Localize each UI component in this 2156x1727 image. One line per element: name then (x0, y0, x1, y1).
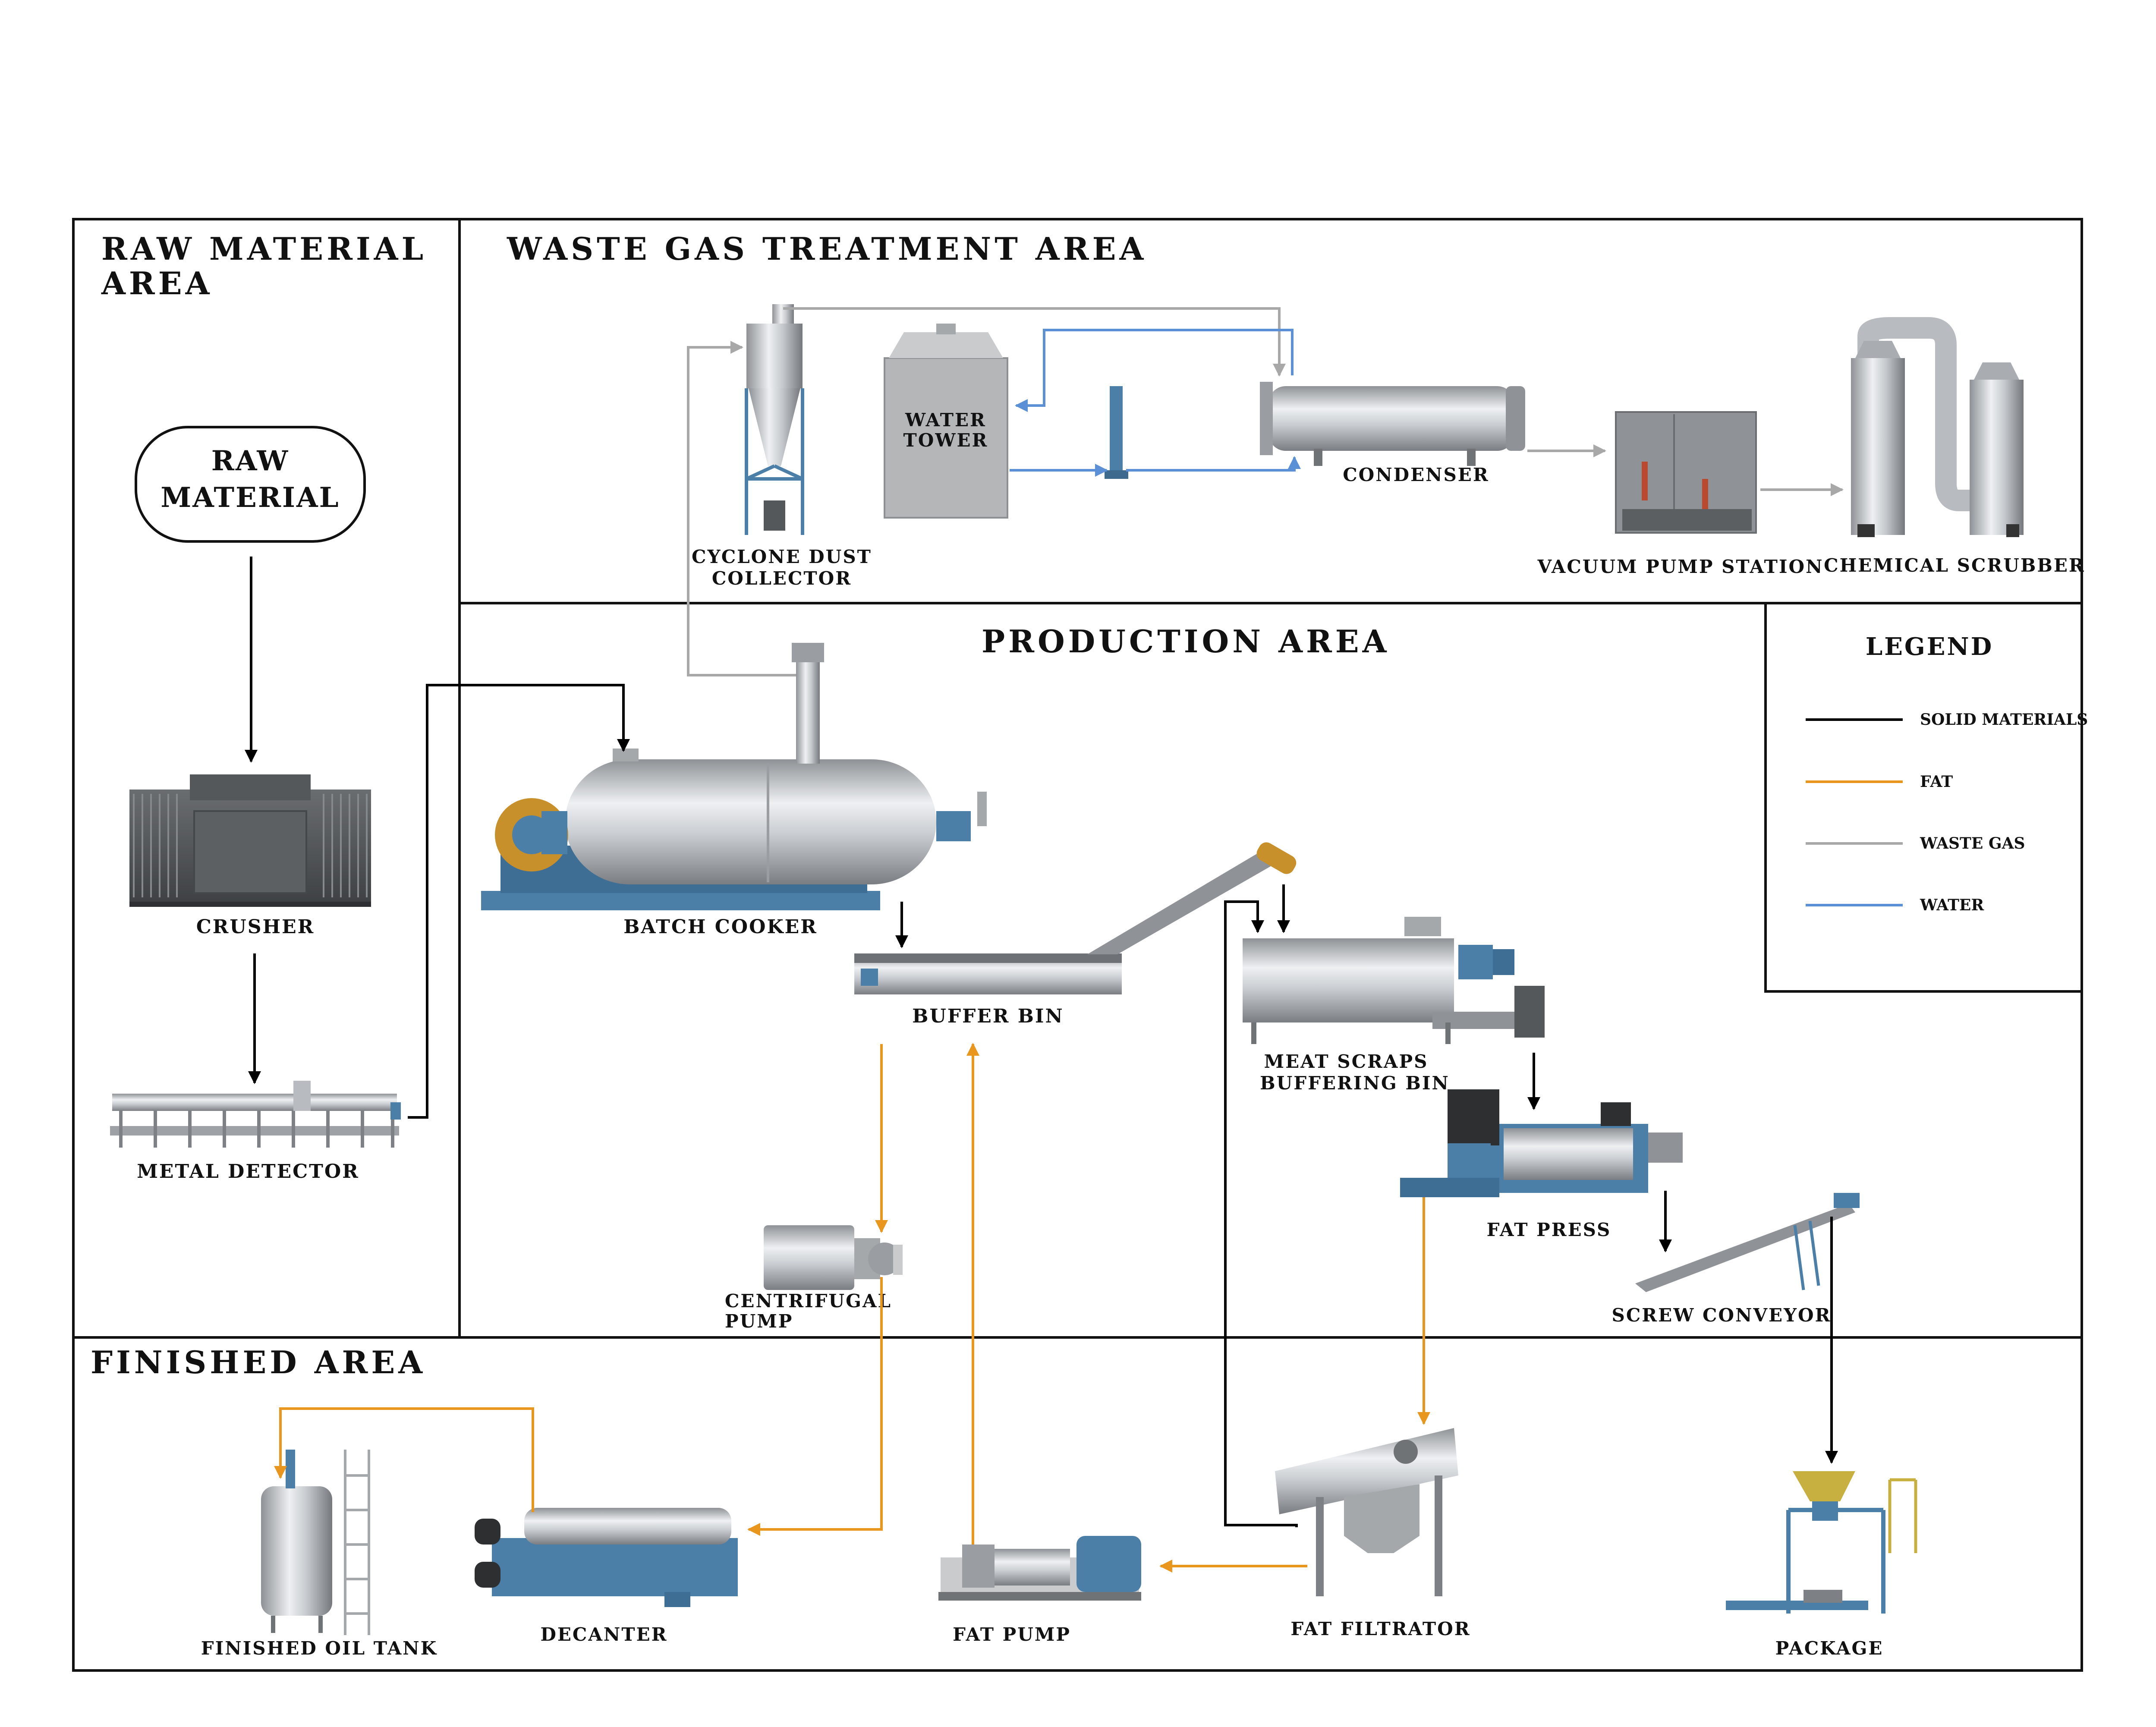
legend-label-solid: SOLID MATERIALS (1920, 711, 2088, 729)
flow-return-to-meat-bin (1224, 900, 1298, 1527)
flow-cooker-to-cyclone (687, 341, 796, 676)
fat-filtrator-machine (1275, 1428, 1458, 1596)
cyclone-dust-collector-label: CYCLONE DUST (692, 546, 872, 567)
screw-conveyor-machine (1635, 1193, 1860, 1292)
raw-material-area-title: RAW MATERIAL (101, 230, 427, 267)
crusher-machine (129, 774, 371, 907)
raw-material-node-label: RAW (211, 445, 290, 477)
centrifugal-pump-label-2: PUMP (725, 1311, 793, 1332)
centrifugal-pump-machine (764, 1225, 903, 1290)
fat-filtrator-label: FAT FILTRATOR (1290, 1618, 1470, 1639)
cyclone-dust-collector-label-2: COLLECTOR (712, 568, 852, 589)
package-label: PACKAGE (1775, 1638, 1884, 1659)
fat-pump-machine (938, 1536, 1141, 1601)
legend-items: SOLID MATERIALS FAT WASTE GAS WATER (1806, 711, 2088, 914)
crusher-label: CRUSHER (196, 916, 315, 938)
fat-pump-label: FAT PUMP (953, 1624, 1071, 1645)
water-flows (1010, 329, 1301, 477)
chemical-scrubber-label: CHEMICAL SCRUBBER (1824, 555, 2085, 576)
meat-scraps-buffering-bin-machine (1243, 917, 1545, 1044)
raw-material-area-title-2: AREA (101, 265, 213, 302)
finished-oil-tank-machine (261, 1450, 370, 1635)
screw-conveyor-label: SCREW CONVEYOR (1612, 1305, 1832, 1326)
metal-detector-machine (110, 1081, 401, 1148)
metal-detector-label: METAL DETECTOR (137, 1161, 359, 1183)
area-frames (72, 218, 2083, 1672)
flow-pump-to-condenser (1126, 456, 1301, 472)
legend-label-water: WATER (1920, 896, 1984, 914)
package-machine (1726, 1471, 1917, 1614)
water-pump-machine (1105, 386, 1128, 479)
finished-area-frame (72, 1336, 2083, 1672)
batch-cooker-machine (481, 643, 987, 910)
buffer-bin-label: BUFFER BIN (912, 1005, 1064, 1027)
decanter-machine (475, 1508, 738, 1607)
production-area-title: PRODUCTION AREA (982, 623, 1390, 660)
fat-flows (274, 1043, 1430, 1573)
raw-material-node (135, 426, 366, 543)
flow-condenser-to-water-tower (1015, 329, 1294, 412)
vacuum-pump-station-machine (1615, 411, 1757, 534)
legend-frame (1764, 602, 2083, 993)
flow-decanter-to-tank (274, 1407, 534, 1512)
flow-centrifugal-to-decanter (747, 1277, 883, 1536)
cyclone-dust-collector-machine (745, 304, 804, 535)
solid-material-flows (245, 557, 1838, 1527)
decanter-label: DECANTER (540, 1624, 667, 1645)
legend-title: LEGEND (1866, 632, 1993, 661)
fat-press-label: FAT PRESS (1487, 1219, 1611, 1240)
waste-gas-flows (687, 307, 1844, 676)
batch-cooker-label: BATCH COOKER (623, 916, 818, 938)
condenser-label: CONDENSER (1343, 464, 1489, 485)
flow-cyclone-to-condenser (783, 307, 1286, 377)
water-tower-label: WATER (905, 409, 986, 431)
buffer-bin-machine (854, 842, 1297, 994)
raw-material-node-label-2: MATERIAL (161, 481, 340, 514)
finished-area-title: FINISHED AREA (91, 1344, 426, 1381)
vacuum-pump-station-label: VACUUM PUMP STATION (1537, 556, 1823, 577)
finished-oil-tank-label: FINISHED OIL TANK (201, 1638, 437, 1659)
condenser-machine (1260, 382, 1525, 466)
chemical-scrubber-machine (1851, 317, 2024, 537)
flow-detector-to-cooker (408, 684, 630, 1119)
legend-label-fat: FAT (1920, 773, 1953, 791)
waste-gas-area-title: WASTE GAS TREATMENT AREA (507, 230, 1147, 267)
water-tower-label-2: TOWER (903, 430, 988, 451)
meat-scraps-buffering-bin-label-2: BUFFERING BIN (1260, 1073, 1450, 1094)
centrifugal-pump-label: CENTRIFUGAL (725, 1290, 892, 1312)
water-tower-machine (884, 324, 1008, 519)
legend-label-gas: WASTE GAS (1920, 834, 2025, 852)
fat-press-machine (1400, 1089, 1683, 1197)
meat-scraps-buffering-bin-label: MEAT SCRAPS (1264, 1051, 1429, 1072)
